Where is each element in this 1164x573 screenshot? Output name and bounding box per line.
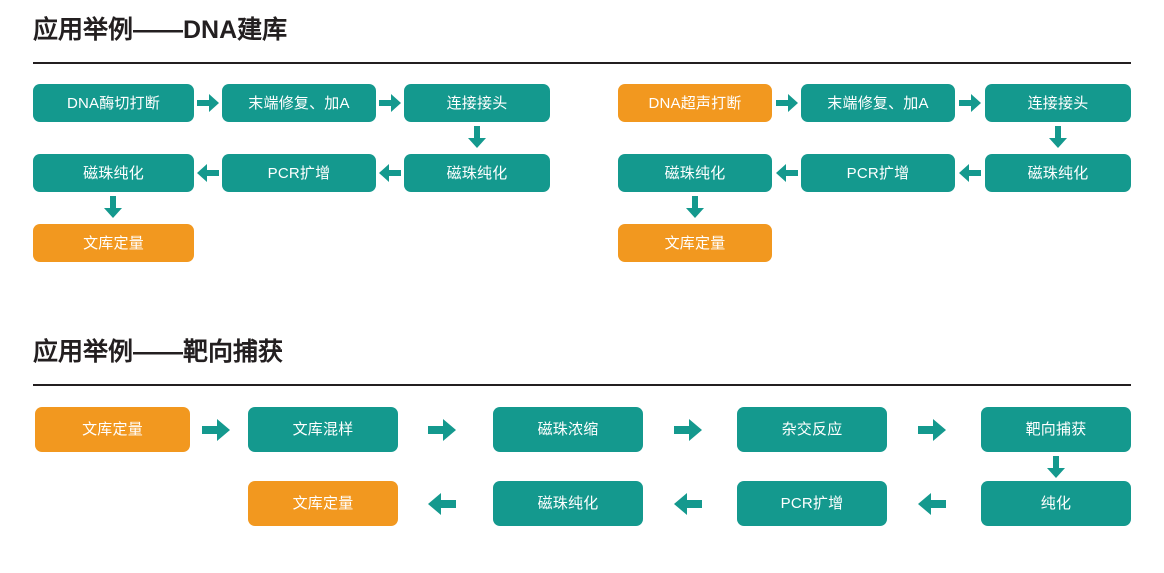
arrow-left-icon bbox=[918, 493, 946, 515]
arrow-left-icon bbox=[197, 164, 219, 182]
node-dna-sonication-r2-c3[interactable]: 磁珠纯化 bbox=[985, 154, 1131, 192]
arrow-right-icon bbox=[379, 94, 401, 112]
arrow-right-icon bbox=[202, 419, 230, 441]
arrow-down-icon bbox=[1047, 456, 1065, 478]
node-capture-r2-c3[interactable]: 磁珠纯化 bbox=[493, 481, 643, 526]
node-dna-enzymatic-r1-c3[interactable]: 连接接头 bbox=[404, 84, 550, 122]
node-dna-enzymatic-r2-c3[interactable]: 磁珠纯化 bbox=[404, 154, 550, 192]
node-capture-r1-c2[interactable]: 文库混样 bbox=[248, 407, 398, 452]
arrow-down-icon bbox=[1049, 126, 1067, 148]
arrow-right-icon bbox=[197, 94, 219, 112]
node-dna-sonication-r3-c1[interactable]: 文库定量 bbox=[618, 224, 772, 262]
arrow-left-icon bbox=[959, 164, 981, 182]
node-dna-sonication-r1-c1[interactable]: DNA超声打断 bbox=[618, 84, 772, 122]
node-capture-r1-c5[interactable]: 靶向捕获 bbox=[981, 407, 1131, 452]
node-dna-sonication-r2-c1[interactable]: 磁珠纯化 bbox=[618, 154, 772, 192]
arrow-left-icon bbox=[776, 164, 798, 182]
arrow-left-icon bbox=[674, 493, 702, 515]
node-capture-r1-c1[interactable]: 文库定量 bbox=[35, 407, 190, 452]
node-capture-r2-c5[interactable]: 纯化 bbox=[981, 481, 1131, 526]
node-dna-enzymatic-r1-c1[interactable]: DNA酶切打断 bbox=[33, 84, 194, 122]
arrow-down-icon bbox=[468, 126, 486, 148]
section-divider-dna bbox=[33, 62, 1131, 64]
arrow-down-icon bbox=[686, 196, 704, 218]
arrow-right-icon bbox=[918, 419, 946, 441]
section-title-capture: 应用举例——靶向捕获 bbox=[33, 338, 284, 366]
arrow-left-icon bbox=[428, 493, 456, 515]
arrow-right-icon bbox=[428, 419, 456, 441]
arrow-right-icon bbox=[776, 94, 798, 112]
arrow-down-icon bbox=[104, 196, 122, 218]
arrow-right-icon bbox=[674, 419, 702, 441]
node-dna-enzymatic-r1-c2[interactable]: 末端修复、加A bbox=[222, 84, 376, 122]
node-dna-sonication-r2-c2[interactable]: PCR扩增 bbox=[801, 154, 955, 192]
node-dna-enzymatic-r2-c1[interactable]: 磁珠纯化 bbox=[33, 154, 194, 192]
section-title-dna: 应用举例——DNA建库 bbox=[33, 16, 288, 44]
node-dna-enzymatic-r3-c1[interactable]: 文库定量 bbox=[33, 224, 194, 262]
node-dna-enzymatic-r2-c2[interactable]: PCR扩增 bbox=[222, 154, 376, 192]
node-capture-r1-c4[interactable]: 杂交反应 bbox=[737, 407, 887, 452]
node-capture-r2-c4[interactable]: PCR扩增 bbox=[737, 481, 887, 526]
arrow-right-icon bbox=[959, 94, 981, 112]
node-capture-r1-c3[interactable]: 磁珠浓缩 bbox=[493, 407, 643, 452]
node-dna-sonication-r1-c3[interactable]: 连接接头 bbox=[985, 84, 1131, 122]
node-capture-r2-c2[interactable]: 文库定量 bbox=[248, 481, 398, 526]
arrow-left-icon bbox=[379, 164, 401, 182]
node-dna-sonication-r1-c2[interactable]: 末端修复、加A bbox=[801, 84, 955, 122]
section-divider-capture bbox=[33, 384, 1131, 386]
